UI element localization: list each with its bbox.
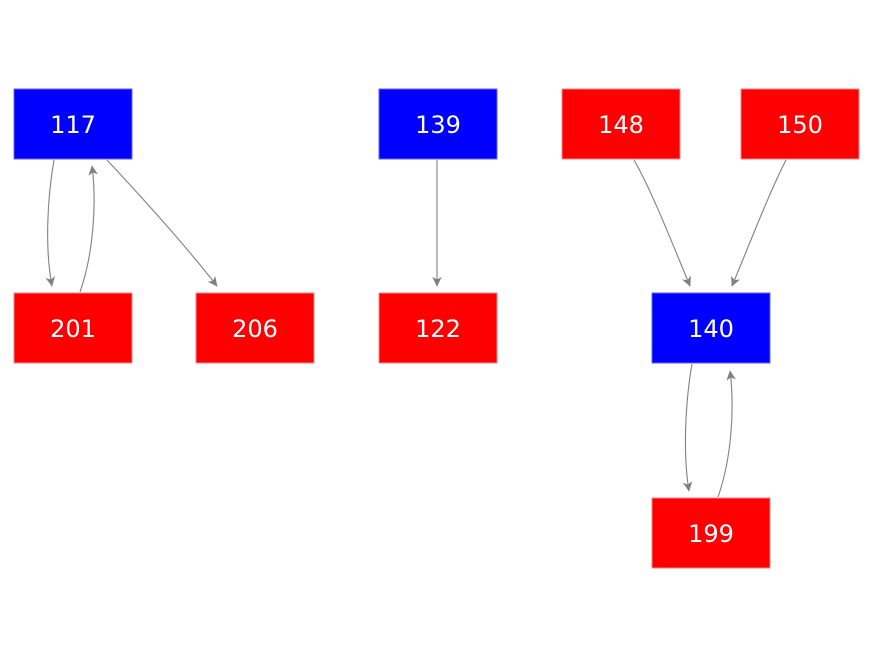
node-199[interactable]: 199: [651, 497, 771, 569]
node-148-box[interactable]: [561, 88, 681, 160]
node-201[interactable]: 201: [13, 292, 133, 364]
node-117-box[interactable]: [13, 88, 133, 160]
edge-140-to-199: [682, 363, 693, 492]
edge-199-to-140: [717, 370, 736, 498]
node-206-box[interactable]: [195, 292, 315, 364]
edge-150-to-140: [731, 159, 787, 287]
node-140[interactable]: 140: [651, 292, 771, 364]
node-140-box[interactable]: [651, 292, 771, 364]
edge-117-to-201: [45, 159, 55, 287]
node-139-box[interactable]: [378, 88, 498, 160]
edge-layer: [45, 159, 787, 498]
node-206[interactable]: 206: [195, 292, 315, 364]
node-150-box[interactable]: [740, 88, 860, 160]
node-201-box[interactable]: [13, 292, 133, 364]
edge-201-to-117: [79, 165, 98, 293]
node-148[interactable]: 148: [561, 88, 681, 160]
node-122-box[interactable]: [378, 292, 498, 364]
node-150[interactable]: 150: [740, 88, 860, 160]
edge-117-to-206: [106, 159, 218, 287]
edge-148-to-140: [633, 159, 691, 287]
node-199-box[interactable]: [651, 497, 771, 569]
node-117[interactable]: 117: [13, 88, 133, 160]
node-122[interactable]: 122: [378, 292, 498, 364]
node-139[interactable]: 139: [378, 88, 498, 160]
